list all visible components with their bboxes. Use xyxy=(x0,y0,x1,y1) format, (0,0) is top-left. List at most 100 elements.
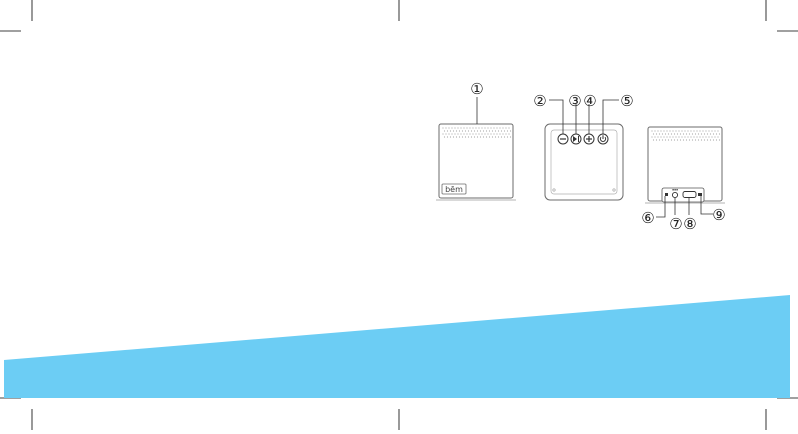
grille-hole xyxy=(708,136,709,137)
grille-hole xyxy=(653,133,654,134)
speaker-top-view xyxy=(545,124,623,200)
grille-hole xyxy=(502,133,503,134)
grille-hole xyxy=(714,136,715,137)
grille-hole xyxy=(477,130,478,131)
grille-hole xyxy=(478,127,479,128)
grille-hole xyxy=(463,127,464,128)
grille-hole xyxy=(684,136,685,137)
grille-hole xyxy=(472,127,473,128)
aux-in-port[interactable] xyxy=(672,192,677,197)
grille-hole xyxy=(468,130,469,131)
grille-hole xyxy=(475,133,476,134)
grille-hole xyxy=(445,133,446,134)
grille-hole xyxy=(457,127,458,128)
grille-hole xyxy=(690,136,691,137)
grille-hole xyxy=(448,133,449,134)
grille-hole xyxy=(683,139,684,140)
grille-hole xyxy=(692,133,693,134)
grille-hole xyxy=(507,136,508,137)
grille-hole xyxy=(689,133,690,134)
grille-hole xyxy=(663,136,664,137)
grille-hole xyxy=(499,133,500,134)
grille-hole xyxy=(701,133,702,134)
grille-hole xyxy=(471,136,472,137)
grille-hole xyxy=(468,136,469,137)
grille-hole xyxy=(451,127,452,128)
accent-band xyxy=(4,295,790,398)
grille-hole xyxy=(454,133,455,134)
speaker-front-view: bēm xyxy=(436,124,516,200)
grille-hole xyxy=(686,133,687,134)
grille-hole xyxy=(450,130,451,131)
grille-hole xyxy=(669,130,670,131)
grille-hole xyxy=(665,133,666,134)
grille-hole xyxy=(678,130,679,131)
grille-hole xyxy=(711,136,712,137)
grille-hole xyxy=(474,136,475,137)
grille-hole xyxy=(456,136,457,137)
grille-hole xyxy=(505,127,506,128)
grille-hole xyxy=(669,136,670,137)
grille-hole xyxy=(716,139,717,140)
grille-hole xyxy=(719,139,720,140)
volume-down-button[interactable] xyxy=(558,134,568,144)
grille-hole xyxy=(710,133,711,134)
grille-hole xyxy=(696,136,697,137)
grille-hole xyxy=(707,133,708,134)
grille-hole xyxy=(660,130,661,131)
grille-hole xyxy=(696,130,697,131)
grille-hole xyxy=(465,136,466,137)
grille-hole xyxy=(460,127,461,128)
speaker-top-body xyxy=(545,124,623,200)
grille-hole xyxy=(662,139,663,140)
power-button[interactable] xyxy=(598,134,608,144)
grille-hole xyxy=(678,136,679,137)
grille-hole xyxy=(501,136,502,137)
grille-hole xyxy=(677,133,678,134)
grille-hole xyxy=(656,133,657,134)
grille-hole xyxy=(493,127,494,128)
grille-hole xyxy=(657,130,658,131)
callout-2: ② xyxy=(533,92,546,110)
grille-hole xyxy=(713,133,714,134)
callout-8: ⑧ xyxy=(683,215,696,233)
grille-hole xyxy=(704,139,705,140)
play-pause-button[interactable] xyxy=(571,134,581,144)
grille-hole xyxy=(657,136,658,137)
brand-logo: bēm xyxy=(445,185,463,194)
grille-hole xyxy=(460,133,461,134)
port-panel-marking: ▪▪▪ xyxy=(672,188,678,192)
grille-hole xyxy=(477,136,478,137)
grille-hole xyxy=(713,139,714,140)
grille-hole xyxy=(719,133,720,134)
grille-hole xyxy=(502,127,503,128)
grille-hole xyxy=(654,136,655,137)
grille-hole xyxy=(469,133,470,134)
grille-hole xyxy=(447,136,448,137)
grille-hole xyxy=(448,127,449,128)
grille-hole xyxy=(487,127,488,128)
grille-hole xyxy=(683,133,684,134)
grille-hole xyxy=(504,130,505,131)
grille-hole xyxy=(496,127,497,128)
grille-hole xyxy=(492,130,493,131)
grille-hole xyxy=(651,136,652,137)
grille-hole xyxy=(510,136,511,137)
grille-hole xyxy=(475,127,476,128)
grille-hole xyxy=(698,133,699,134)
grille-hole xyxy=(686,139,687,140)
grille-hole xyxy=(480,136,481,137)
grille-hole xyxy=(717,130,718,131)
grille-hole xyxy=(442,127,443,128)
grille-hole xyxy=(483,130,484,131)
grille-hole xyxy=(495,136,496,137)
grille-hole xyxy=(487,133,488,134)
grille-hole xyxy=(462,130,463,131)
grille-hole xyxy=(672,136,673,137)
volume-up-button[interactable] xyxy=(584,134,594,144)
grille-hole xyxy=(671,133,672,134)
grille-hole xyxy=(656,139,657,140)
micro-usb-port[interactable] xyxy=(683,192,696,198)
grille-hole xyxy=(510,130,511,131)
grille-hole xyxy=(499,127,500,128)
